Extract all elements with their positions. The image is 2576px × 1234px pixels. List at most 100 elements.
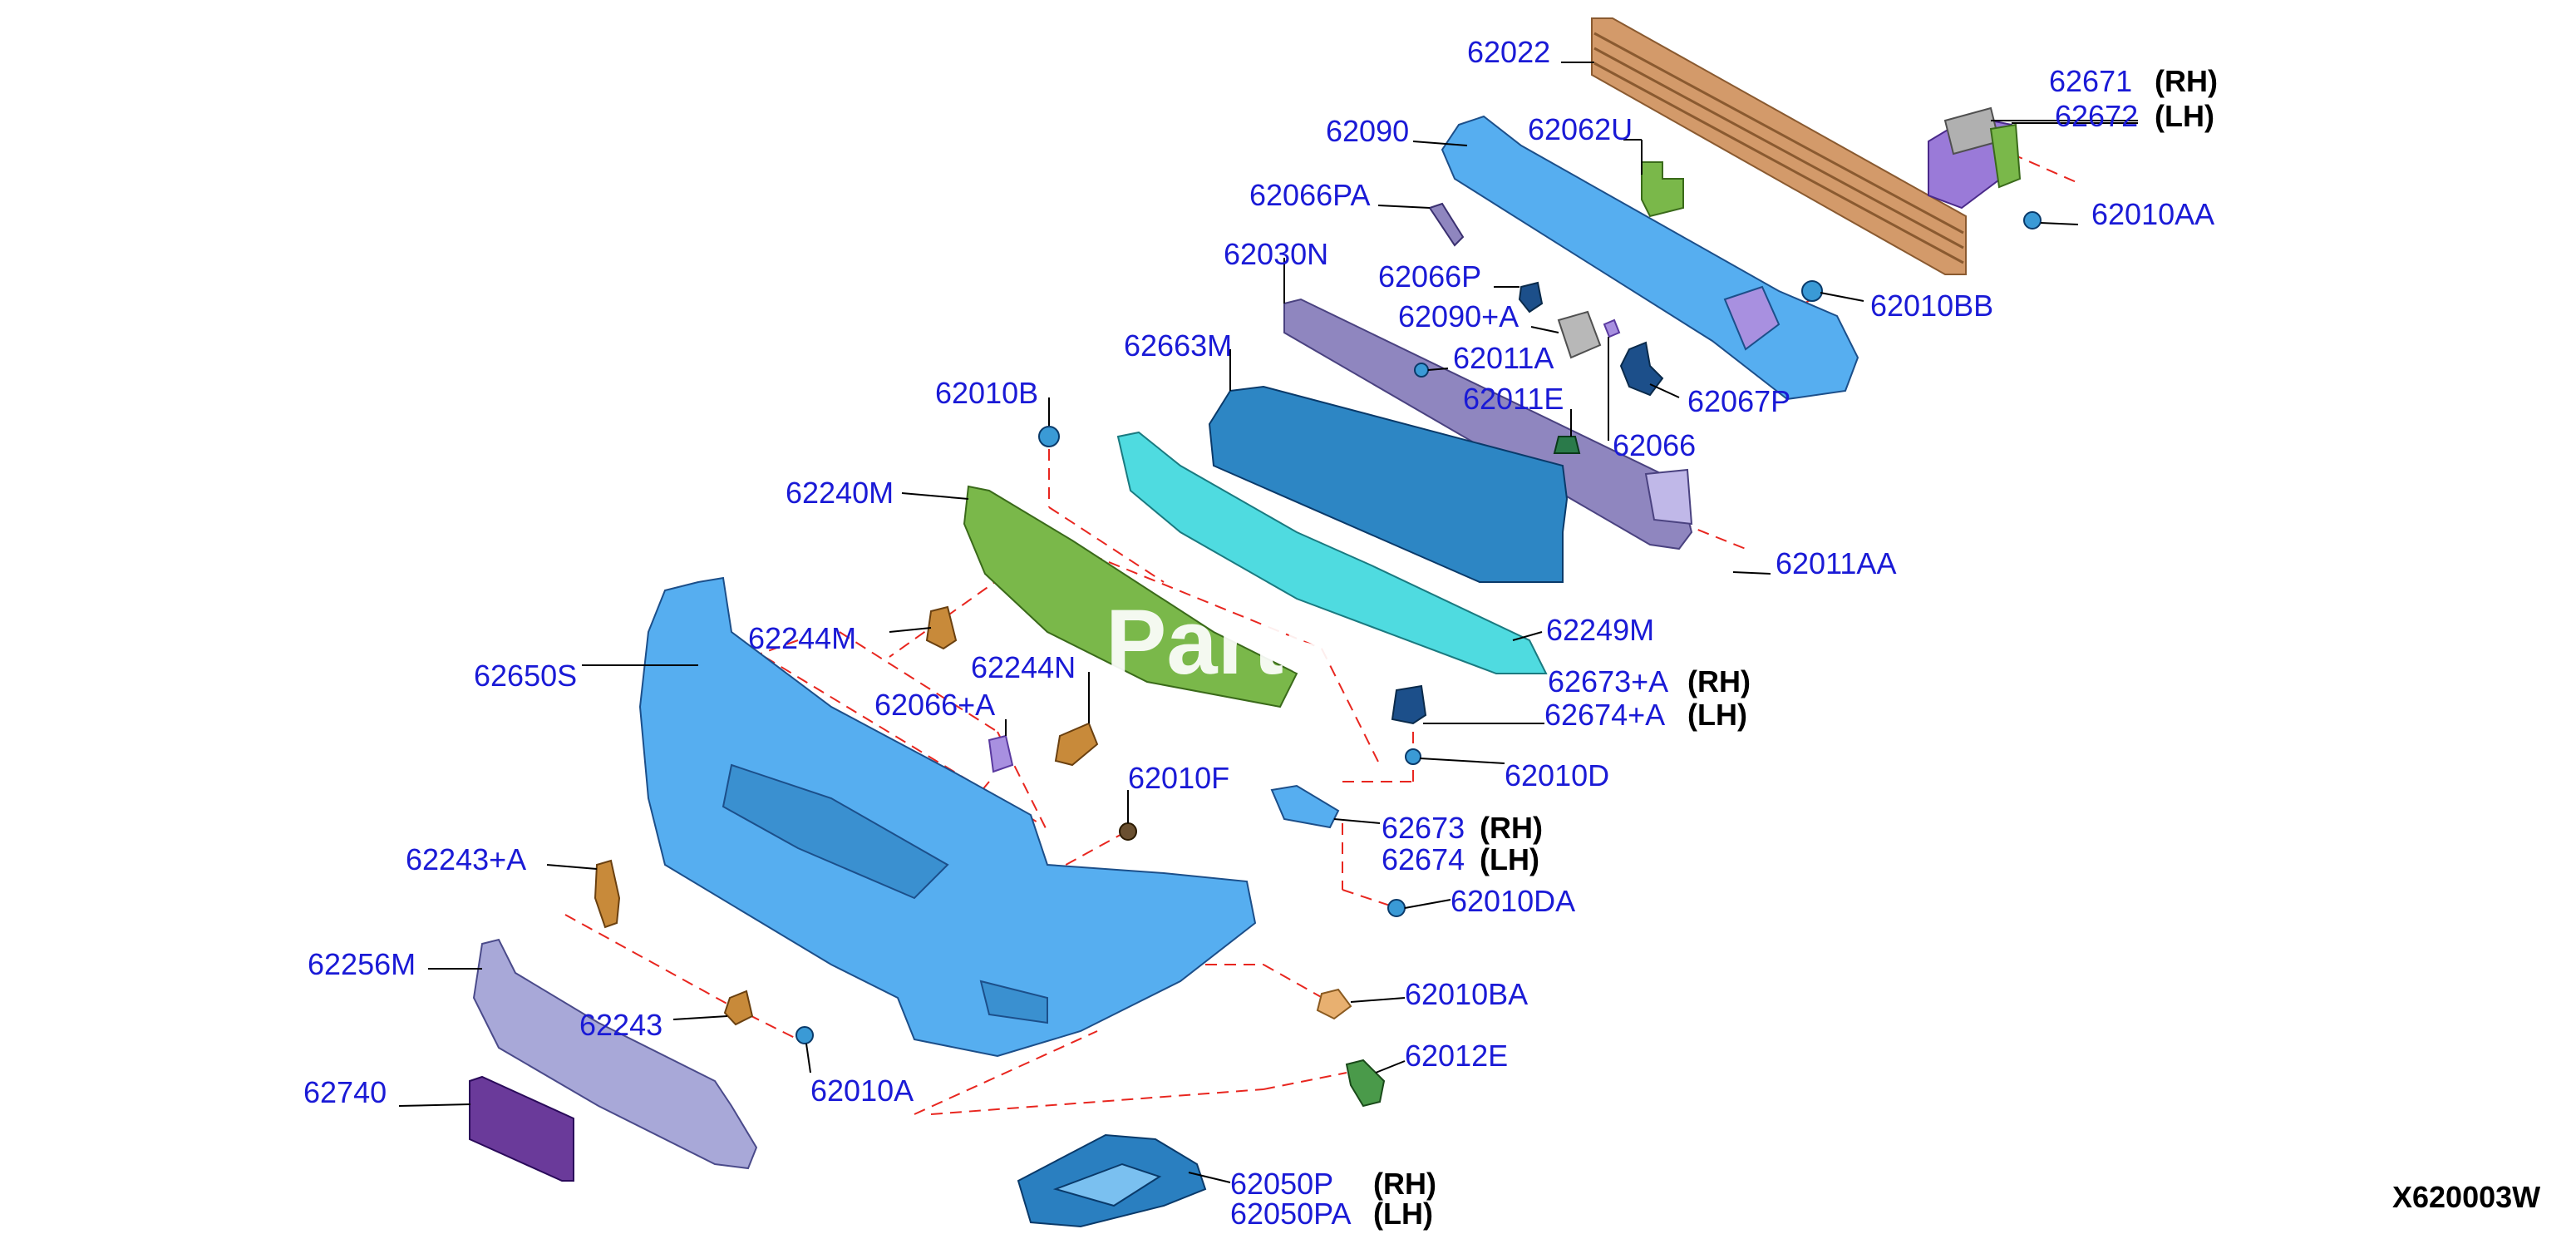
bracket-62066P bbox=[1518, 281, 1544, 313]
clip-62066-A bbox=[988, 734, 1014, 773]
callout-62674A[interactable]: 62674+A(LH) bbox=[1544, 698, 1747, 732]
callout-62012E[interactable]: 62012E bbox=[1405, 1039, 1508, 1073]
part-number-label[interactable]: 62066PA bbox=[1249, 178, 1370, 212]
part-number-label[interactable]: 62256M bbox=[308, 947, 416, 981]
callout-62010F[interactable]: 62010F bbox=[1128, 761, 1229, 795]
part-number-label[interactable]: 62244M bbox=[748, 621, 856, 655]
part-number-label[interactable]: 62010F bbox=[1128, 761, 1229, 795]
clip-62010B bbox=[1038, 426, 1060, 447]
part-number-label[interactable]: 62673 bbox=[1382, 811, 1465, 845]
side-designation-label: (LH) bbox=[1373, 1197, 1433, 1231]
part-number-label[interactable]: 62066+A bbox=[874, 688, 995, 722]
callout-62022[interactable]: 62022 bbox=[1467, 35, 1550, 69]
callout-62740[interactable]: 62740 bbox=[303, 1075, 387, 1109]
part-number-label[interactable]: 62010B bbox=[935, 376, 1038, 410]
part-number-label[interactable]: 62030N bbox=[1224, 237, 1328, 271]
callout-62090A[interactable]: 62090+A bbox=[1398, 299, 1519, 333]
callout-62243A[interactable]: 62243+A bbox=[406, 842, 526, 876]
callout-62010B[interactable]: 62010B bbox=[935, 376, 1038, 410]
part-number-label[interactable]: 62066P bbox=[1378, 259, 1481, 294]
part-number-label[interactable]: 62674 bbox=[1382, 842, 1465, 876]
part-number-label[interactable]: 62010BB bbox=[1870, 289, 1993, 323]
callout-62650S[interactable]: 62650S bbox=[474, 659, 577, 693]
callout-62674[interactable]: 62674 (LH) bbox=[1382, 842, 1539, 876]
callout-62010BA[interactable]: 62010BA bbox=[1405, 977, 1528, 1011]
side-designation-label: (LH) bbox=[2155, 99, 2214, 133]
air-guide-62240M bbox=[963, 485, 1298, 708]
part-number-label[interactable]: 62010A bbox=[810, 1074, 914, 1108]
part-number-label[interactable]: 62011E bbox=[1463, 382, 1564, 416]
callout-62244M[interactable]: 62244M bbox=[748, 621, 856, 655]
callout-62010A[interactable]: 62010A bbox=[810, 1074, 914, 1108]
fog-lamp-bezel-62050P bbox=[1017, 1133, 1207, 1228]
bumper-reinforcement-62030N bbox=[1283, 298, 1693, 550]
lower-grille-62256M bbox=[472, 938, 758, 1170]
callout-62671[interactable]: 62671(RH) bbox=[2049, 64, 2218, 98]
part-number-label[interactable]: 62062U bbox=[1528, 112, 1633, 146]
part-number-label[interactable]: 62671 bbox=[2049, 64, 2132, 98]
side-designation-label: (LH) bbox=[1480, 842, 1539, 876]
callout-62066PA[interactable]: 62066PA bbox=[1249, 178, 1370, 212]
part-number-label[interactable]: 62012E bbox=[1405, 1039, 1508, 1073]
part-number-label[interactable]: 62010D bbox=[1505, 758, 1609, 792]
part-number-label[interactable]: 62050P bbox=[1230, 1167, 1333, 1201]
watermark-text: Parts bbox=[1106, 591, 1334, 694]
callout-62090[interactable]: 62090 bbox=[1326, 114, 1409, 148]
part-number-label[interactable]: 62672 bbox=[2055, 99, 2138, 133]
callout-62066[interactable]: 62066 bbox=[1613, 428, 1696, 462]
callout-62066P[interactable]: 62066P bbox=[1378, 259, 1481, 294]
callout-62256M[interactable]: 62256M bbox=[308, 947, 416, 981]
license-bracket-62740 bbox=[469, 1075, 574, 1182]
part-number-label[interactable]: 62240M bbox=[786, 476, 894, 510]
diagram-code: X620003W bbox=[2392, 1180, 2540, 1214]
callout-62010BB[interactable]: 62010BB bbox=[1870, 289, 1993, 323]
callout-62066A[interactable]: 62066+A bbox=[874, 688, 995, 722]
part-number-label[interactable]: 62740 bbox=[303, 1075, 387, 1109]
callout-62244N[interactable]: 62244N bbox=[971, 650, 1076, 684]
callout-62673[interactable]: 62673 (RH) bbox=[1382, 811, 1543, 845]
callout-62067P[interactable]: 62067P bbox=[1687, 384, 1790, 418]
part-number-label[interactable]: 62090 bbox=[1326, 114, 1409, 148]
callout-62011E[interactable]: 62011E bbox=[1463, 382, 1564, 416]
callout-62672[interactable]: 62672 (LH) bbox=[2055, 99, 2214, 133]
part-number-label[interactable]: 62243 bbox=[579, 1008, 662, 1042]
callout-62030N[interactable]: 62030N bbox=[1224, 237, 1328, 271]
part-number-label[interactable]: 62050PA bbox=[1230, 1197, 1351, 1231]
callout-62663M[interactable]: 62663M bbox=[1124, 328, 1232, 363]
callout-62243[interactable]: 62243 bbox=[579, 1008, 662, 1042]
part-number-label[interactable]: 62650S bbox=[474, 659, 577, 693]
part-number-label[interactable]: 62066 bbox=[1613, 428, 1696, 462]
callout-62010AA[interactable]: 62010AA bbox=[2091, 197, 2214, 231]
energy-absorber-62022 bbox=[1591, 17, 1967, 275]
part-number-label[interactable]: 62674+A bbox=[1544, 698, 1665, 732]
part-number-label[interactable]: 62243+A bbox=[406, 842, 526, 876]
part-number-label[interactable]: 62022 bbox=[1467, 35, 1550, 69]
bolt-62011A bbox=[1414, 363, 1429, 378]
part-number-label[interactable]: 62010BA bbox=[1405, 977, 1528, 1011]
callout-62673A[interactable]: 62673+A(RH) bbox=[1548, 664, 1751, 698]
callout-62011A[interactable]: 62011A bbox=[1453, 341, 1554, 375]
callout-62050P[interactable]: 62050P(RH) bbox=[1230, 1167, 1436, 1201]
callout-62062U[interactable]: 62062U bbox=[1528, 112, 1633, 146]
side-designation-label: (RH) bbox=[1480, 811, 1543, 845]
callout-62240M[interactable]: 62240M bbox=[786, 476, 894, 510]
part-number-label[interactable]: 62090+A bbox=[1398, 299, 1519, 333]
bracket-62673 bbox=[1270, 784, 1340, 829]
callout-62050PA[interactable]: 62050PA (LH) bbox=[1230, 1197, 1433, 1231]
part-number-label[interactable]: 62663M bbox=[1124, 328, 1232, 363]
clip-62010BA bbox=[1316, 988, 1352, 1020]
callout-62010D[interactable]: 62010D bbox=[1505, 758, 1609, 792]
part-number-label[interactable]: 62673+A bbox=[1548, 664, 1668, 698]
part-number-label[interactable]: 62244N bbox=[971, 650, 1076, 684]
callout-62249M[interactable]: 62249M bbox=[1546, 613, 1654, 647]
part-number-label[interactable]: 62249M bbox=[1546, 613, 1654, 647]
callout-62011AA[interactable]: 62011AA bbox=[1776, 546, 1896, 580]
part-number-label[interactable]: 62010AA bbox=[2091, 197, 2214, 231]
callout-62010DA[interactable]: 62010DA bbox=[1451, 884, 1575, 918]
part-number-label[interactable]: 62011A bbox=[1453, 341, 1554, 375]
part-number-label[interactable]: 62011AA bbox=[1776, 546, 1896, 580]
part-number-label[interactable]: 62010DA bbox=[1451, 884, 1575, 918]
part-number-label[interactable]: 62067P bbox=[1687, 384, 1790, 418]
